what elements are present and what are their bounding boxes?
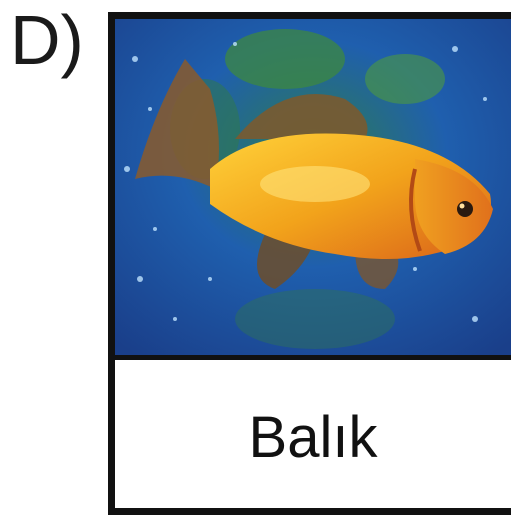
answer-card[interactable]: Balık [108, 12, 511, 515]
option-letter: D) [10, 1, 84, 79]
card-caption: Balık [248, 405, 378, 470]
card-divider [115, 355, 511, 360]
goldfish-image [115, 19, 511, 355]
fish-illustration [115, 19, 511, 355]
